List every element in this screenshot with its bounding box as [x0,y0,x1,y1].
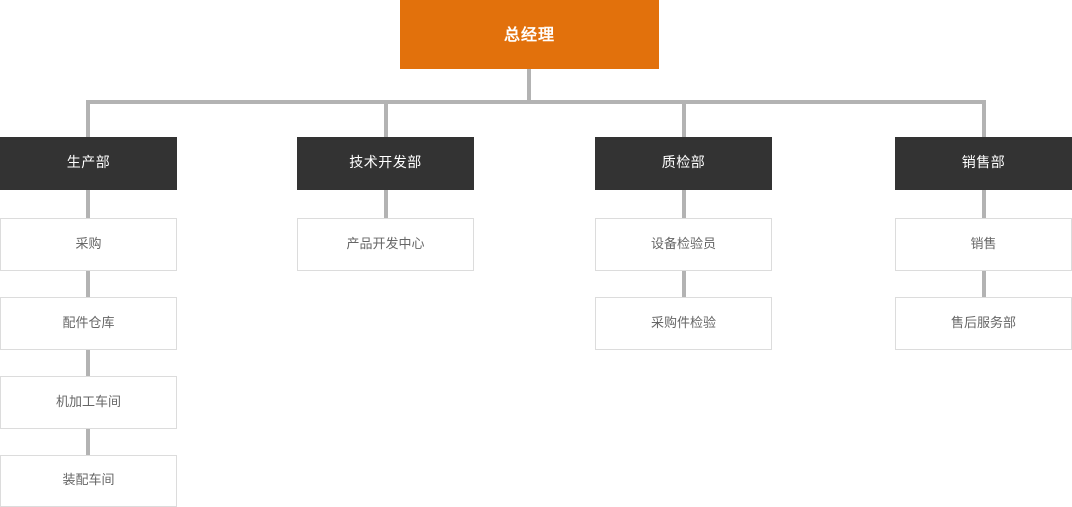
org-node-sub-2-1[interactable]: 产品开发中心 [297,218,474,271]
connector-horizontal-bus [86,100,986,104]
org-node-sub-1-4[interactable]: 装配车间 [0,455,177,507]
org-node-root[interactable]: 总经理 [400,0,659,69]
org-node-sub-3-2[interactable]: 采购件检验 [595,297,772,350]
org-node-dept-3[interactable]: 质检部 [595,137,772,190]
connector-root-stem [527,69,531,104]
org-node-sub-4-2[interactable]: 售后服务部 [895,297,1072,350]
connector-bus-to-dept-3 [682,100,686,137]
connector-sub3-to-sub4 [86,429,90,455]
connector-dept3-to-sub1 [682,190,686,218]
connector-sub41-to-sub42 [982,271,986,297]
connector-dept4-to-sub1 [982,190,986,218]
org-node-sub-1-3[interactable]: 机加工车间 [0,376,177,429]
connector-dept2-to-sub1 [384,190,388,218]
org-node-dept-4[interactable]: 销售部 [895,137,1072,190]
connector-bus-to-dept-4 [982,100,986,137]
connector-bus-to-dept-2 [384,100,388,137]
org-node-dept-2[interactable]: 技术开发部 [297,137,474,190]
org-node-dept-1[interactable]: 生产部 [0,137,177,190]
org-node-sub-4-1[interactable]: 销售 [895,218,1072,271]
connector-sub1-to-sub2 [86,271,90,297]
connector-sub2-to-sub3 [86,350,90,376]
connector-dept1-to-sub1 [86,190,90,218]
connector-bus-to-dept-1 [86,100,90,137]
org-node-sub-1-2[interactable]: 配件仓库 [0,297,177,350]
connector-sub31-to-sub32 [682,271,686,297]
org-node-sub-3-1[interactable]: 设备检验员 [595,218,772,271]
org-node-sub-1-1[interactable]: 采购 [0,218,177,271]
